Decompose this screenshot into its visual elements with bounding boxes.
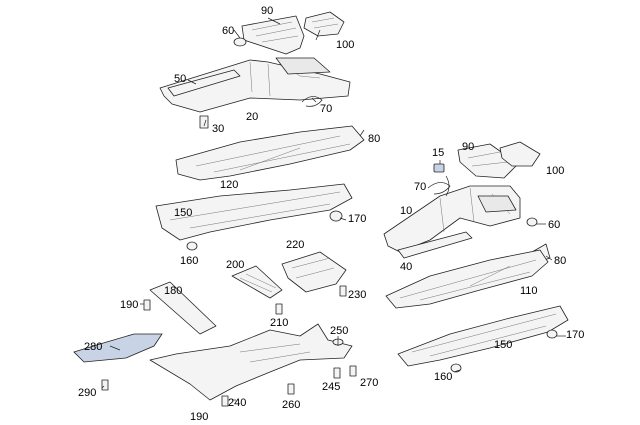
callout-270: 270 — [360, 377, 378, 389]
leader-lines — [101, 17, 566, 401]
callout-170-right: 170 — [566, 329, 584, 341]
part-150-side-panel-left[interactable] — [155, 183, 353, 241]
callout-40: 40 — [400, 261, 412, 273]
part-210-bolt[interactable] — [275, 303, 283, 315]
callout-210: 210 — [270, 317, 288, 329]
callout-80: 80 — [368, 133, 380, 145]
callout-100-right: 100 — [546, 165, 564, 177]
callout-90-right: 90 — [462, 141, 474, 153]
part-120-underbody-panel[interactable] — [175, 125, 365, 181]
callout-60-right: 60 — [548, 219, 560, 231]
part-60-bushing-right[interactable] — [526, 217, 538, 227]
part-10-frame-right[interactable] — [383, 185, 521, 253]
callout-70: 70 — [320, 103, 332, 115]
part-15-bracket-blue[interactable] — [433, 163, 445, 173]
callout-100: 100 — [336, 39, 354, 51]
part-170-clip-right[interactable] — [546, 329, 558, 339]
callout-160: 160 — [180, 255, 198, 267]
callout-80-right: 80 — [554, 255, 566, 267]
callout-150: 150 — [174, 207, 192, 219]
part-90-cover-top[interactable] — [241, 15, 305, 55]
callout-120: 120 — [220, 179, 238, 191]
part-40-rail-right[interactable] — [397, 231, 473, 259]
part-280-cover-blue[interactable] — [73, 333, 163, 363]
callout-190: 190 — [120, 299, 138, 311]
callout-30: 30 — [212, 123, 224, 135]
part-160-nut-right[interactable] — [450, 363, 462, 373]
callout-15: 15 — [432, 147, 444, 159]
callout-110: 110 — [520, 285, 538, 297]
part-260-bolt[interactable] — [287, 383, 295, 395]
callout-10: 10 — [400, 205, 412, 217]
part-180-cross-member[interactable] — [149, 281, 217, 335]
part-150-side-panel-right[interactable] — [397, 305, 569, 367]
callout-190-lower: 190 — [190, 411, 208, 423]
part-100-shield-top[interactable] — [303, 11, 345, 37]
part-170-clip-left[interactable] — [329, 210, 343, 222]
part-190-bolt-upper[interactable] — [143, 299, 151, 311]
part-190-bolt-lower[interactable] — [221, 395, 229, 407]
part-220-bracket[interactable] — [281, 251, 347, 293]
callout-50: 50 — [174, 73, 186, 85]
callout-290: 290 — [78, 387, 96, 399]
part-200-plate[interactable] — [231, 265, 283, 299]
callout-250: 250 — [330, 325, 348, 337]
callout-160-right: 160 — [434, 371, 452, 383]
callout-60: 60 — [222, 25, 234, 37]
part-50-rail-top[interactable] — [167, 69, 241, 97]
part-30-bolt-top[interactable] — [199, 115, 209, 129]
callout-260: 260 — [282, 399, 300, 411]
part-240-subframe[interactable] — [149, 323, 353, 401]
callout-180: 180 — [164, 285, 182, 297]
callout-220: 220 — [286, 239, 304, 251]
part-245-bolt[interactable] — [333, 367, 341, 379]
part-160-nut-left[interactable] — [186, 241, 198, 251]
callout-labels: 90 60 100 50 70 30 20 80 120 150 170 160… — [78, 5, 584, 423]
callout-245: 245 — [322, 381, 340, 393]
part-90-cover-right[interactable] — [457, 143, 519, 179]
part-290-bolt[interactable] — [101, 379, 109, 391]
part-60-bushing-top[interactable] — [233, 37, 247, 47]
callout-70-right: 70 — [414, 181, 426, 193]
part-270-bolt[interactable] — [349, 365, 357, 377]
callout-280: 280 — [84, 341, 102, 353]
part-70-clip-top[interactable] — [301, 96, 323, 107]
part-20-frame-top[interactable] — [159, 57, 351, 113]
callout-240: 240 — [228, 397, 246, 409]
callout-170: 170 — [348, 213, 366, 225]
part-100-shield-right[interactable] — [499, 141, 541, 167]
callout-90: 90 — [261, 5, 273, 17]
callout-200: 200 — [226, 259, 244, 271]
callout-150-right: 150 — [494, 339, 512, 351]
part-230-bolt[interactable] — [339, 285, 347, 297]
callout-20: 20 — [246, 111, 258, 123]
part-110-underbody-panel-right[interactable] — [385, 249, 549, 309]
callout-230: 230 — [348, 289, 366, 301]
part-70-clip-right[interactable] — [427, 182, 451, 195]
